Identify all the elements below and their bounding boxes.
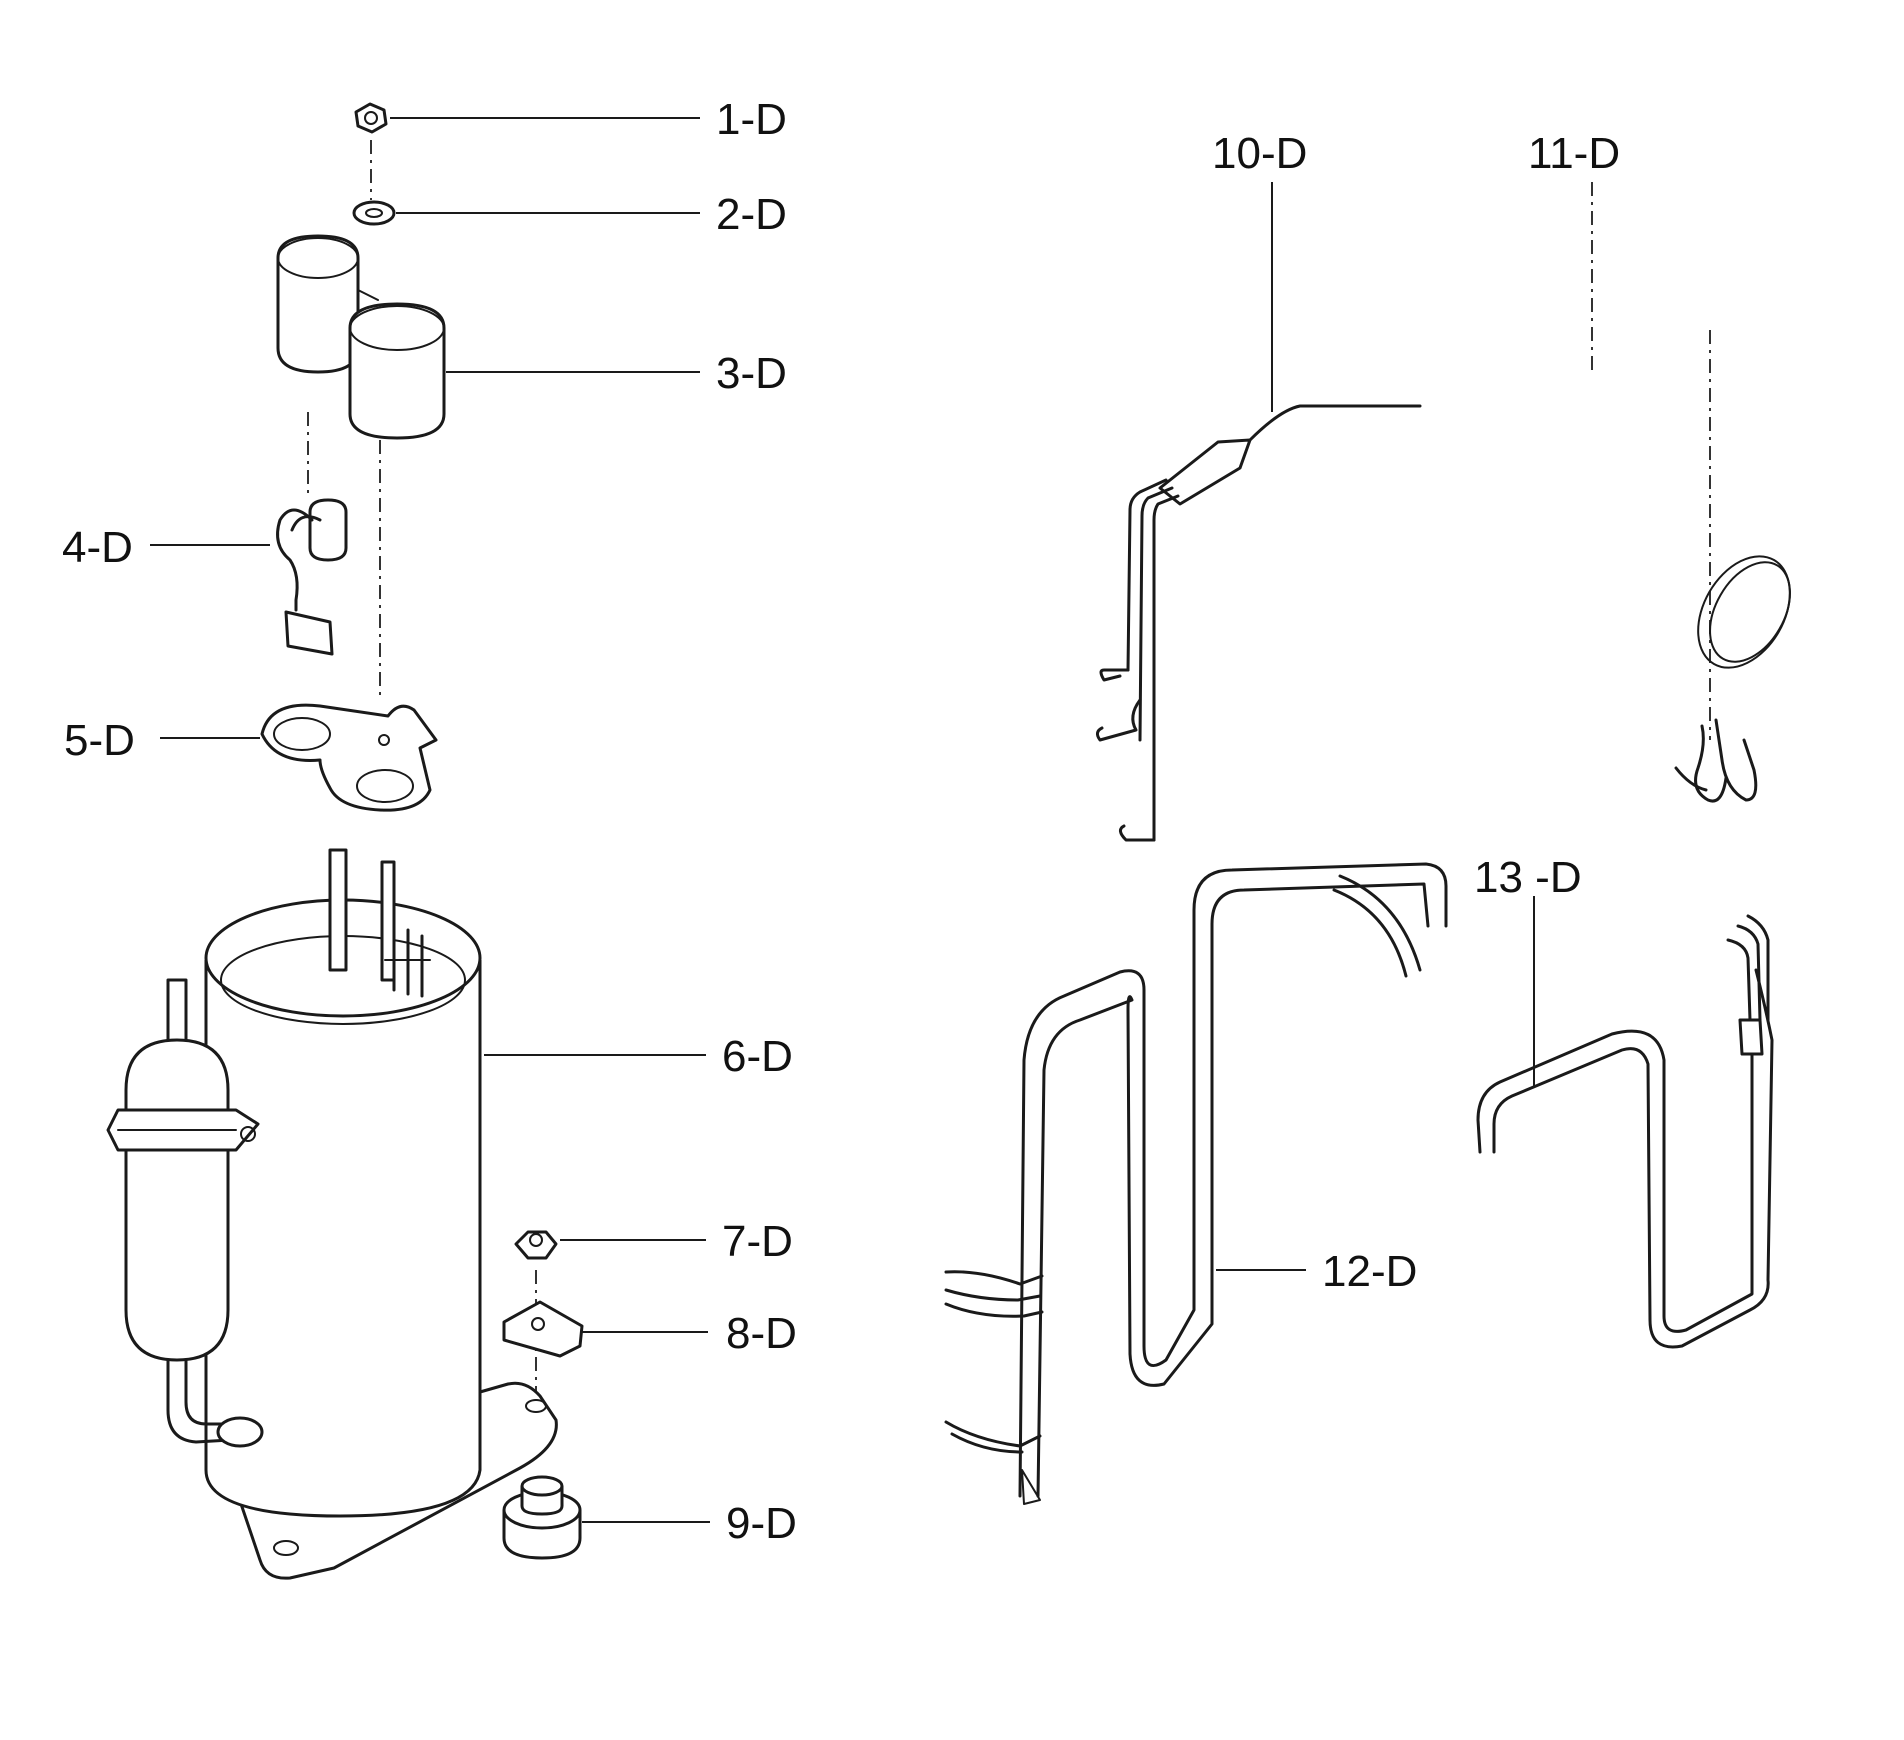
label-9-D: 9-D [726, 1499, 797, 1548]
label-4-D: 4-D [62, 523, 133, 572]
part-12-tubes [944, 862, 1448, 1505]
part-3-terminal-cover [276, 234, 700, 440]
label-11-D: 11-D [1528, 129, 1620, 178]
part-5-gasket [160, 703, 438, 812]
label-3-D: 3-D [716, 349, 787, 398]
label-5-D: 5-D [64, 716, 135, 765]
part-4-overload-protector [150, 498, 348, 656]
part-10-capillary-assembly [1095, 182, 1422, 842]
part-9-rubber-mount [502, 1475, 710, 1560]
label-8-D: 8-D [726, 1309, 797, 1358]
assembly-axis-lines [307, 140, 1711, 1400]
part-11-capillary-gasket [1591, 182, 1791, 803]
part-6-compressor [106, 848, 706, 1580]
label-12-D: 12-D [1322, 1247, 1417, 1296]
part-7-nut [514, 1230, 706, 1260]
label-10-D: 10-D [1212, 129, 1307, 178]
label-2-D: 2-D [716, 190, 787, 239]
label-7-D: 7-D [722, 1217, 793, 1266]
label-13-D: 13 -D [1474, 853, 1582, 902]
part-13-tube [1476, 896, 1774, 1349]
part-2-washer [352, 200, 700, 226]
part-8-spacer [502, 1300, 708, 1358]
label-6-D: 6-D [722, 1032, 793, 1081]
part-1-nut [354, 102, 700, 134]
label-1-D: 1-D [716, 95, 787, 144]
